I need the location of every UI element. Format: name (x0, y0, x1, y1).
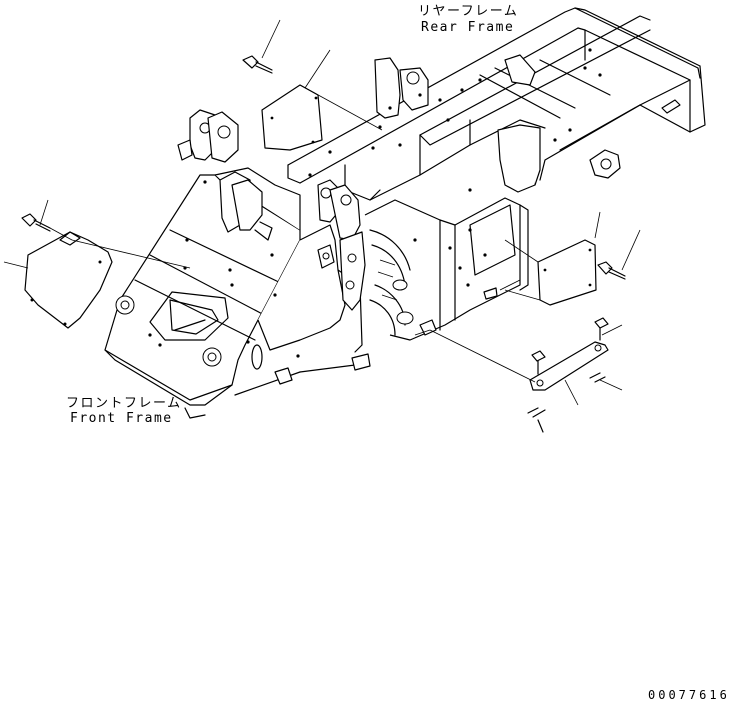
cover-left-front (24, 231, 191, 329)
rear-frame-label-en: Rear Frame (421, 20, 515, 35)
small-bolts (527, 317, 609, 433)
bolt-top (242, 55, 273, 74)
rear-frame-front-box (364, 197, 529, 341)
cover-top-rear (261, 84, 383, 151)
strap-plate (429, 329, 609, 391)
front-frame-label-jp: フロントフレーム (66, 396, 182, 411)
rear-frame-label-jp: リヤーフレーム (418, 4, 519, 19)
leader-lines (3, 19, 641, 406)
drawing-code: 00077616 (648, 688, 729, 702)
cover-right-rear (504, 239, 597, 306)
bolt-left (21, 213, 73, 241)
rear-frame (287, 7, 706, 201)
front-frame (104, 109, 371, 419)
bolt-right (597, 261, 626, 280)
front-frame-label-en: Front Frame (70, 411, 173, 426)
